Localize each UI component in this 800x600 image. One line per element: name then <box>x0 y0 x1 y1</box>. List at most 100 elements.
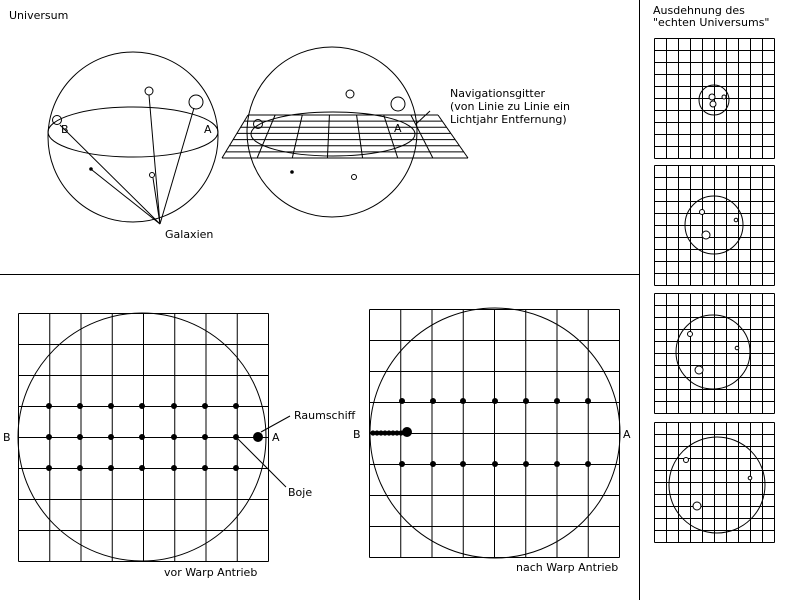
buoy-dot <box>390 430 396 436</box>
top-title: Universum <box>9 9 69 22</box>
universe-sphere-left <box>47 51 219 225</box>
spaceship-label: Raumschiff <box>294 409 356 422</box>
buoy-dot <box>139 434 145 440</box>
buoy-dot <box>430 461 436 467</box>
right-title-1: Ausdehnung des <box>653 4 745 17</box>
galaxy-marker <box>345 89 355 99</box>
buoy-dot <box>108 403 114 409</box>
universe-extent-circle <box>698 84 730 116</box>
grid-before-warp <box>17 312 291 562</box>
galaxy-marker <box>390 96 406 112</box>
buoy-dot <box>523 461 529 467</box>
point-a-label: A <box>204 123 212 136</box>
grid-after-warp <box>369 307 621 559</box>
buoy-dot <box>171 465 177 471</box>
galaxy-marker <box>52 115 62 125</box>
galaxy-marker <box>692 501 702 511</box>
spaceship-marker <box>402 427 412 437</box>
nav-grid-line <box>356 114 364 159</box>
universe-extent-circle <box>675 314 751 390</box>
galaxy-marker <box>144 86 154 96</box>
buoy-dot <box>77 403 83 409</box>
universe-extent-circle <box>684 195 744 255</box>
buoy-dot <box>77 434 83 440</box>
buoy-dot <box>139 403 145 409</box>
equator-ellipse <box>250 111 416 157</box>
after-a-label: A <box>623 428 631 441</box>
galaxy-marker <box>708 93 716 101</box>
navigation-grid <box>221 111 469 159</box>
nav-grid-line <box>291 114 303 159</box>
galaxy-marker <box>701 230 711 240</box>
after-caption: nach Warp Antrieb <box>516 561 619 574</box>
buoy-dot <box>382 430 388 436</box>
buoy-dot <box>554 398 560 404</box>
buoy-dot <box>585 398 591 404</box>
buoy-dot <box>108 465 114 471</box>
buoy-dot <box>370 430 376 436</box>
buoy-dot <box>386 430 392 436</box>
buoy-dot <box>523 398 529 404</box>
galaxy-marker <box>149 172 155 178</box>
galaxy-marker <box>89 167 93 171</box>
nav-grid-label-2: (von Linie zu Linie ein <box>450 100 570 113</box>
buoy-dot <box>585 461 591 467</box>
buoy-dot <box>233 434 239 440</box>
buoy-dot <box>139 465 145 471</box>
buoy-dot <box>399 398 405 404</box>
buoy-dot <box>202 434 208 440</box>
buoy-dot <box>46 434 52 440</box>
galaxy-marker <box>683 457 689 463</box>
buoy-dot <box>460 461 466 467</box>
spaceship-marker <box>253 432 263 442</box>
galaxy-marker <box>721 94 727 100</box>
buoy-dot <box>202 403 208 409</box>
buoy-dot <box>430 398 436 404</box>
buoy-dot <box>394 430 400 436</box>
buoy-dot <box>77 465 83 471</box>
buoy-label: Boje <box>288 486 313 499</box>
buoy-dot <box>378 430 384 436</box>
universe-extent-circle <box>668 436 766 534</box>
buoy-dot <box>233 403 239 409</box>
galaxy-marker <box>734 345 740 351</box>
buoy-dot <box>202 465 208 471</box>
galaxy-marker <box>687 331 693 337</box>
buoy-dot <box>374 430 380 436</box>
buoy-dot <box>492 398 498 404</box>
galaxies-label: Galaxien <box>165 228 214 241</box>
buoy-dot <box>492 461 498 467</box>
galaxy-marker <box>188 94 204 110</box>
before-b-label: B <box>3 431 11 444</box>
galaxy-marker <box>709 100 717 108</box>
buoy-dot <box>171 403 177 409</box>
point-a-grid-label: A <box>394 122 402 135</box>
galaxy-marker <box>351 174 357 180</box>
galaxy-marker <box>747 475 753 481</box>
universe-sphere-with-grid <box>221 46 469 218</box>
before-caption: vor Warp Antrieb <box>164 566 258 579</box>
nav-grid-line <box>221 114 249 159</box>
buoy-dot <box>171 434 177 440</box>
before-a-label: A <box>272 431 280 444</box>
nav-grid-line <box>410 114 434 159</box>
after-b-label: B <box>353 428 361 441</box>
nav-grid-line <box>256 114 276 159</box>
nav-grid-label-1: Navigationsgitter <box>450 87 546 100</box>
galaxy-marker <box>694 365 704 375</box>
buoy-dot <box>233 465 239 471</box>
buoy-dot <box>460 398 466 404</box>
galaxy-marker <box>733 217 739 223</box>
buoy-dot <box>46 465 52 471</box>
nav-grid-line <box>326 114 330 159</box>
nav-grid-label-3: Lichtjahr Entfernung) <box>450 113 567 126</box>
nav-grid-line <box>437 114 469 159</box>
buoy-dot <box>46 403 52 409</box>
nav-grid-line <box>383 114 399 159</box>
galaxy-marker <box>290 170 294 174</box>
buoy-dot <box>399 461 405 467</box>
galaxy-marker <box>699 209 705 215</box>
buoy-dot <box>554 461 560 467</box>
buoy-dot <box>108 434 114 440</box>
